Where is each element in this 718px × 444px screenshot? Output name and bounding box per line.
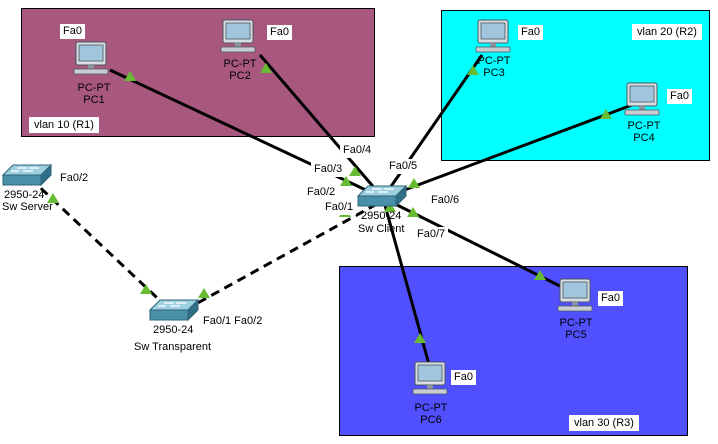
pc5-name: PC5	[565, 329, 587, 341]
link-up-indicator	[349, 166, 361, 176]
link-up-indicator	[140, 284, 152, 294]
client-port-fa06: Fa0/6	[428, 193, 463, 208]
pc4-type: PC-PT	[627, 120, 661, 132]
sw-transparent-name: Sw Transparent	[134, 341, 212, 353]
pc5-port-label: Fa0	[598, 291, 623, 306]
link-up-indicator	[47, 193, 59, 203]
pc1-port-label: Fa0	[60, 24, 85, 39]
pc1-name: PC1	[83, 94, 105, 106]
vlan30-label: vlan 30 (R3)	[569, 415, 639, 431]
link-up-indicator	[467, 65, 479, 75]
vlan10-label: vlan 10 (R1)	[29, 117, 99, 133]
sw-client-icon[interactable]	[357, 185, 407, 207]
link-transparent-client	[184, 203, 376, 312]
pc6-port-label: Fa0	[451, 370, 476, 385]
link-up-indicator	[407, 207, 419, 217]
pc4-icon[interactable]	[624, 82, 660, 116]
link-pc3-client	[381, 54, 484, 199]
sw-client-name: Sw Client	[358, 223, 405, 235]
pc6-icon[interactable]	[412, 361, 448, 395]
pc4-port-label: Fa0	[667, 89, 692, 104]
pc3-name: PC3	[483, 67, 505, 79]
sw-server-name: Sw Server	[2, 201, 53, 213]
link-up-indicator	[600, 109, 612, 119]
client-port-fa01: Fa0/1	[322, 200, 357, 215]
client-port-fa02: Fa0/2	[304, 185, 339, 200]
pc1-type: PC-PT	[77, 82, 111, 94]
vlan20-zone: vlan 20 (R2)	[441, 10, 710, 161]
link-up-indicator	[384, 202, 396, 212]
pc4-name: PC4	[633, 132, 655, 144]
link-up-indicator	[414, 333, 426, 343]
sw-client-type: 2950-24	[361, 210, 402, 222]
pc3-port-label: Fa0	[518, 25, 543, 40]
vlan30-zone: vlan 30 (R3)	[339, 266, 688, 436]
sw-server-port-label: Fa0/2	[57, 171, 92, 186]
pc1-icon[interactable]	[73, 41, 109, 75]
link-up-indicator	[340, 176, 352, 186]
link-pc1-client	[109, 68, 384, 200]
pc5-icon[interactable]	[557, 278, 593, 312]
link-up-indicator	[260, 63, 272, 73]
sw-server-icon[interactable]	[2, 164, 52, 186]
pc2-port-label: Fa0	[267, 25, 292, 40]
client-port-fa05: Fa0/5	[386, 159, 421, 174]
link-up-indicator	[408, 178, 420, 188]
sw-transparent-type: 2950-24	[153, 324, 194, 336]
pc2-name: PC2	[229, 70, 251, 82]
link-pc2-client	[258, 54, 385, 199]
sw-server-type: 2950-24	[4, 189, 45, 201]
sw-transparent-icon[interactable]	[149, 299, 199, 321]
pc6-type: PC-PT	[414, 402, 448, 414]
pc2-icon[interactable]	[220, 19, 256, 53]
link-pc4-client	[382, 103, 633, 200]
link-up-indicator	[124, 71, 136, 81]
pc6-name: PC6	[420, 414, 442, 426]
pc2-type: PC-PT	[223, 58, 257, 70]
client-port-fa04: Fa0/4	[340, 143, 375, 158]
pc5-type: PC-PT	[559, 317, 593, 329]
link-up-indicator	[534, 270, 546, 280]
vlan20-label: vlan 20 (R2)	[632, 24, 702, 40]
sw-transparent-port-labels: Fa0/1 Fa0/2	[200, 314, 266, 329]
pc3-icon[interactable]	[475, 19, 511, 53]
pc3-type: PC-PT	[477, 55, 511, 67]
client-port-fa03: Fa0/3	[311, 162, 346, 177]
link-up-indicator	[198, 288, 210, 298]
client-port-fa07: Fa0/7	[414, 227, 449, 242]
